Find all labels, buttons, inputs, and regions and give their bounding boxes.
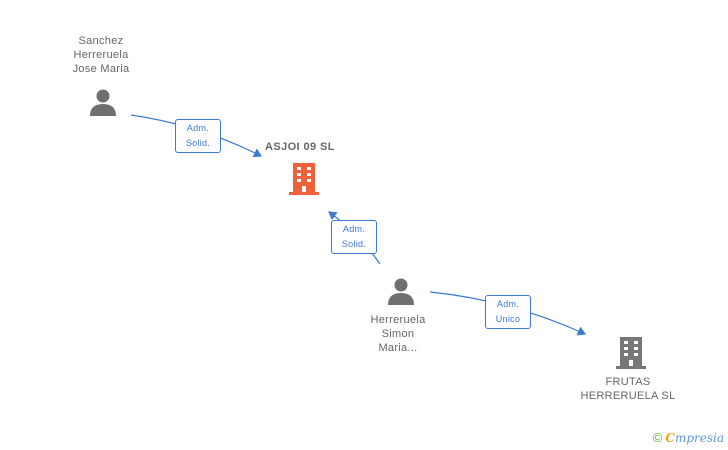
brand-name: mpresia bbox=[674, 431, 724, 445]
person-label-simon[interactable]: Herreruela Simon Maria... bbox=[355, 313, 441, 355]
name-line: FRUTAS bbox=[605, 376, 651, 388]
role-line: Solid. bbox=[185, 138, 211, 148]
role-line: Unico bbox=[495, 314, 521, 324]
role-line: Adm. bbox=[496, 299, 520, 309]
person-icon[interactable] bbox=[386, 277, 416, 307]
brand-initial: C bbox=[665, 431, 675, 445]
role-line: Adm. bbox=[186, 123, 210, 133]
name-line: Sanchez bbox=[78, 35, 124, 47]
role-badge[interactable]: Adm. Solid. bbox=[331, 220, 377, 254]
role-line: Adm. bbox=[342, 224, 366, 234]
building-icon[interactable] bbox=[288, 162, 320, 196]
name-line: Maria... bbox=[378, 342, 418, 354]
name-line: Herreruela bbox=[370, 314, 426, 326]
person-icon[interactable] bbox=[88, 88, 118, 118]
copyright-symbol: © bbox=[652, 430, 663, 445]
name-line: Jose Maria bbox=[72, 63, 130, 75]
building-icon[interactable] bbox=[615, 336, 647, 370]
person-label-sanchez[interactable]: Sanchez Herreruela Jose Maria bbox=[58, 34, 144, 76]
name-line: Herreruela bbox=[73, 49, 129, 61]
empresia-logo: ©Cmpresia bbox=[653, 430, 724, 445]
role-line: Solid. bbox=[341, 239, 367, 249]
name-line: HERRERUELA SL bbox=[580, 390, 676, 402]
company-label-frutas[interactable]: FRUTAS HERRERUELA SL bbox=[576, 375, 680, 403]
name-line: Simon bbox=[381, 328, 415, 340]
role-badge[interactable]: Adm. Unico bbox=[485, 295, 531, 329]
role-badge[interactable]: Adm. Solid. bbox=[175, 119, 221, 153]
company-label-asjoi[interactable]: ASJOI 09 SL bbox=[265, 141, 335, 153]
